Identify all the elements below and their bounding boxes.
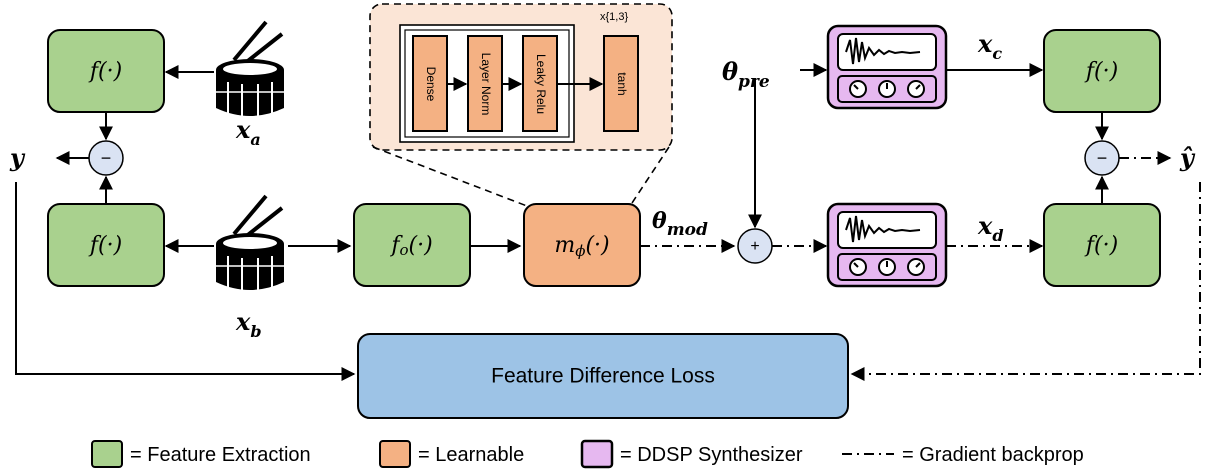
theta-pre-label: θpre — [722, 57, 770, 92]
legend-learnable-label: = Learnable — [418, 444, 524, 466]
legend-gradient-label: = Gradient backprop — [902, 444, 1084, 466]
layer-dense — [412, 35, 448, 132]
drum-icon — [214, 20, 286, 119]
feature-block-a-label: f(·) — [88, 59, 122, 84]
learnable-block-m-label: mϕ(·) — [554, 233, 609, 260]
minus-operator-left-label: − — [101, 148, 112, 168]
x-a-label: xa — [235, 115, 261, 149]
layer-norm-label: Layer Norm — [479, 53, 493, 116]
y-label: y — [9, 143, 26, 172]
legend-feature-swatch — [91, 440, 123, 468]
drum-icon — [214, 194, 286, 293]
synthesizer-icon — [826, 24, 948, 110]
x-b-label: xb — [235, 307, 262, 341]
legend-feature-label: = Feature Extraction — [130, 444, 311, 466]
x-c-label: xc — [977, 29, 1002, 63]
loss-label: Feature Difference Loss — [491, 365, 715, 388]
theta-mod-label: θmod — [652, 208, 708, 240]
layer-tanh-label: tanh — [615, 72, 629, 95]
legend-ddsp-label: = DDSP Synthesizer — [620, 444, 803, 466]
feature-block-o-label: fo(·) — [389, 233, 432, 259]
feature-block-b-label: f(·) — [88, 233, 122, 258]
legend-ddsp-swatch — [580, 439, 614, 469]
x-d-label: xd — [977, 211, 1004, 245]
layer-tanh — [603, 35, 639, 132]
feature-block-c-label: f(·) — [1084, 59, 1118, 84]
layer-norm — [467, 35, 503, 132]
feature-difference-loss-block — [357, 333, 849, 419]
minus-operator-right-label: − — [1097, 148, 1108, 168]
layer-leaky-relu-label: Leaky Relu — [534, 54, 548, 114]
layer-dense-label: Dense — [424, 67, 438, 102]
synthesizer-icon — [826, 202, 948, 288]
feature-block-d-label: f(·) — [1084, 233, 1118, 258]
inset-repeat-label: x{1,3} — [600, 11, 628, 23]
plus-operator-label: + — [750, 238, 759, 255]
legend-learnable-swatch — [379, 440, 411, 468]
y-hat-label: ŷ — [1179, 143, 1196, 172]
layer-leaky-relu — [522, 35, 558, 132]
